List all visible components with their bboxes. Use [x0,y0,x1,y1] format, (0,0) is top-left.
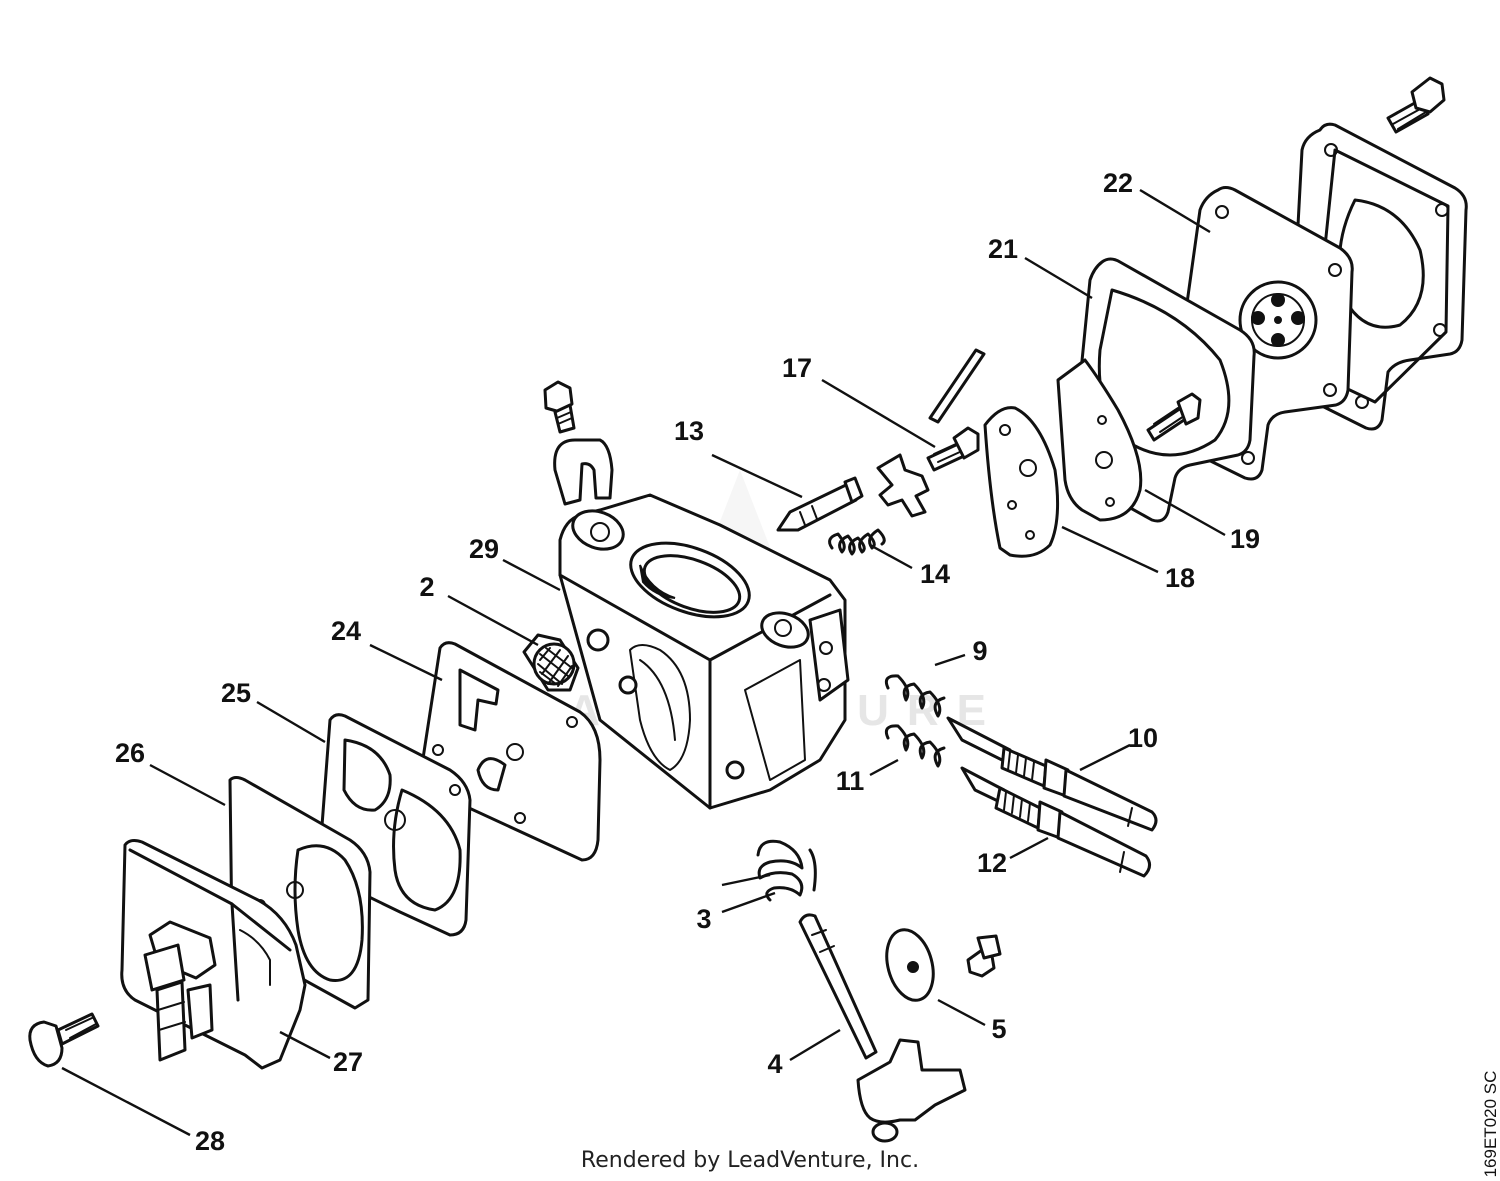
callout-18: 18 [1165,563,1195,593]
part-10-adjusting-screw [946,716,1158,832]
part-4-throttle-shaft [798,913,967,1143]
part-9-spring [884,674,946,718]
part-29-screw [543,380,576,434]
cover-screw [1386,76,1446,134]
callout-5: 5 [991,1014,1006,1044]
callout-12: 12 [977,848,1007,878]
callout-13: 13 [674,416,704,446]
callout-labels: 22 21 17 13 14 18 19 29 2 24 25 26 27 28… [115,168,1260,1156]
callout-17: 17 [782,353,812,383]
part-5-washer [885,928,935,1002]
callout-3: 3 [696,904,711,934]
part-18-lever-plate [1056,358,1143,522]
carburetor-body [558,493,850,810]
callout-19: 19 [1230,524,1260,554]
callout-9: 9 [972,636,987,666]
callout-21: 21 [988,234,1018,264]
part-12-adjusting-screw [960,766,1151,878]
clip [553,438,614,506]
part-14-spring [828,528,886,556]
callout-14: 14 [920,559,950,589]
metering-lever [876,453,930,518]
figure-code: 169ET020 SC [1481,1070,1500,1178]
part-17-screw [926,426,980,472]
callout-22: 22 [1103,168,1133,198]
part-3-spring [756,839,817,902]
pivot-pin [928,348,986,424]
leader-lines [61,188,1226,1137]
callout-24: 24 [331,616,361,646]
callout-25: 25 [221,678,251,708]
callout-2: 2 [419,572,434,602]
callout-29: 29 [469,534,499,564]
callout-11: 11 [836,766,865,796]
part-2-filter-screen [522,633,580,692]
callout-28: 28 [195,1126,225,1156]
callout-27: 27 [333,1047,363,1077]
credit-text: Rendered by LeadVenture, Inc. [580,1148,920,1173]
callout-26: 26 [115,738,145,768]
part-27-pump-cover [120,839,307,1070]
part-13-inlet-needle [776,476,864,532]
callout-4: 4 [767,1049,782,1079]
part-28-screw [28,1012,100,1068]
throttle-screw [966,934,1002,978]
metering-plate [983,406,1060,558]
callout-10: 10 [1128,723,1158,753]
part-11-spring [884,724,946,768]
